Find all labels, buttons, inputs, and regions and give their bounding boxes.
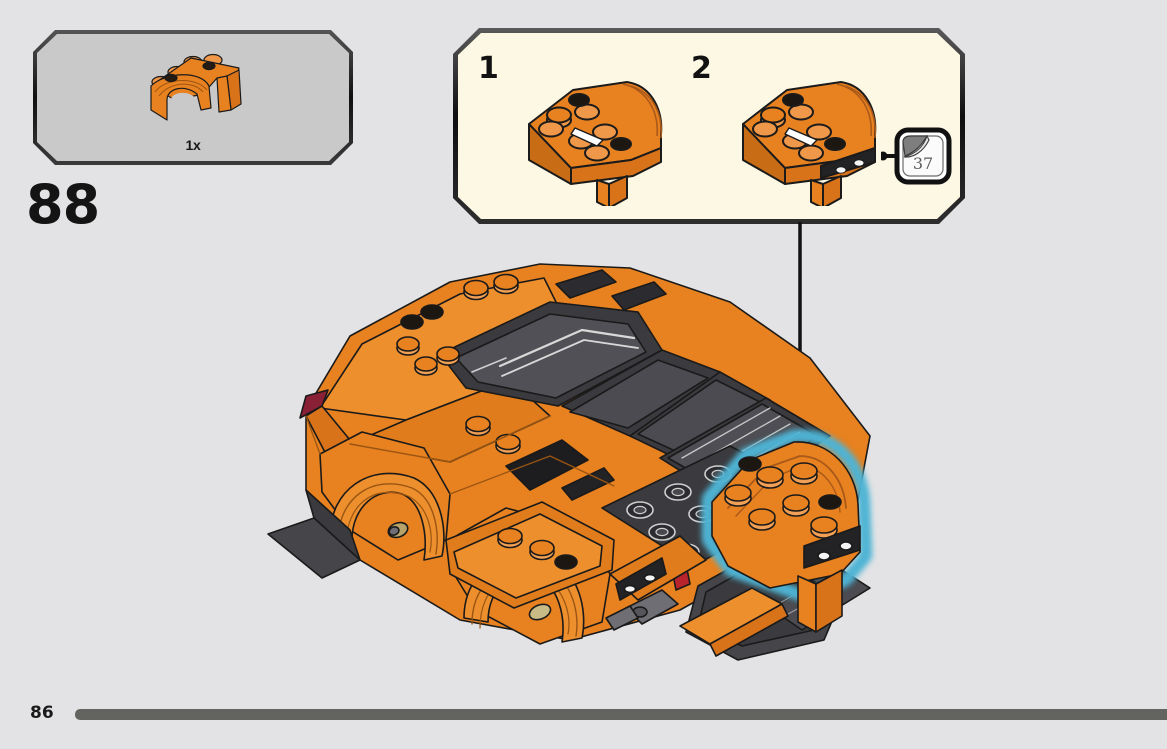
- substep-callout-box: 1 2: [453, 28, 965, 224]
- car-model-illustration: [267, 263, 871, 661]
- substep-number-1: 1: [478, 51, 499, 86]
- part-quantity-label: 1x: [185, 137, 201, 153]
- sticker-badge: 37: [881, 127, 952, 185]
- page-number: 86: [30, 703, 54, 723]
- page-footer: 86: [0, 689, 1167, 749]
- footer-rule: [75, 709, 1167, 720]
- substep-number-2: 2: [691, 51, 712, 86]
- step-number: 88: [26, 173, 100, 236]
- part-arch-brick: [150, 53, 242, 121]
- substep-brick-plain: [528, 81, 663, 206]
- parts-callout-box: 1x: [33, 30, 353, 165]
- substep-brick-stickered: [742, 81, 877, 206]
- sticker-number: 37: [913, 154, 933, 173]
